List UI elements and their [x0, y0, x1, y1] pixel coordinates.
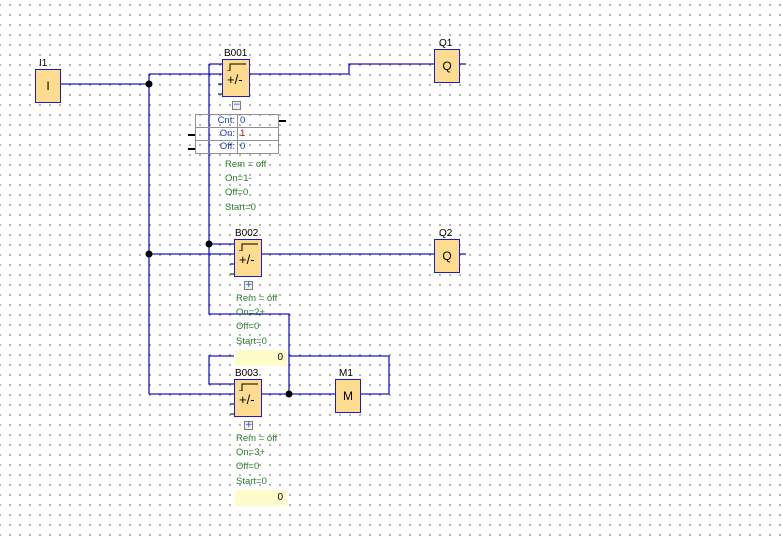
counter-b002-label: B002: [235, 228, 259, 239]
rising-edge-icon: [239, 383, 258, 391]
counter-symbol: +/-: [227, 72, 243, 87]
counter-b003-label: B003: [235, 368, 259, 379]
counter-block-b003[interactable]: +/-: [234, 379, 262, 417]
b003-current-value: 0: [235, 490, 287, 506]
param-value[interactable]: 0: [237, 140, 279, 154]
param-start: Start=0: [225, 201, 256, 213]
b001-param-table: Cnt:0 On:1 Off:0: [195, 114, 279, 154]
output-q2-label: Q2: [439, 228, 453, 239]
wire-b001-feedback: [208, 63, 290, 394]
wire-b001-q1: [250, 63, 434, 75]
expand-toggle-icon[interactable]: +: [244, 420, 253, 430]
param-key: Cnt:: [195, 114, 238, 128]
output-block-q2[interactable]: Q: [434, 239, 460, 273]
param-rem: Rem = off: [236, 293, 278, 304]
param-on: On=2+: [236, 307, 266, 319]
collapse-toggle-icon[interactable]: −: [232, 100, 241, 110]
input-block-i1[interactable]: I: [35, 69, 61, 103]
output-block-q1[interactable]: Q: [434, 49, 460, 83]
counter-b001-label: B001: [224, 48, 248, 59]
junction-dot: [145, 80, 153, 88]
wire-b003-out-loop: [289, 355, 390, 395]
param-start: Start=0: [236, 475, 267, 487]
expand-toggle-icon[interactable]: +: [244, 280, 253, 290]
counter-block-b002[interactable]: +/-: [234, 239, 262, 277]
param-off: Off=0: [236, 461, 260, 473]
b001-params: Rem = off On=1- Off=0 Start=0: [225, 158, 266, 215]
b002-params: Rem = off On=2+ Off=0 Start=0: [236, 292, 277, 349]
param-value[interactable]: 0: [237, 114, 279, 128]
input-i1-label: I1: [39, 58, 48, 69]
param-key: Off:: [195, 140, 238, 154]
param-on: On=3+: [236, 447, 266, 459]
param-off: Off=0: [236, 321, 260, 333]
rising-edge-icon: [227, 63, 246, 71]
junction-dot: [145, 250, 153, 258]
junction-dot: [205, 240, 213, 248]
param-value[interactable]: 1: [237, 127, 279, 141]
param-key: On:: [195, 127, 238, 141]
flag-block-m1[interactable]: M: [335, 379, 361, 413]
rising-edge-icon: [239, 243, 258, 251]
param-on: On=1-: [225, 173, 252, 185]
counter-block-b001[interactable]: +/-: [222, 59, 250, 97]
flag-m1-label: M1: [339, 368, 353, 379]
output-q1-label: Q1: [439, 38, 453, 49]
b002-current-value: 0: [235, 350, 287, 366]
counter-symbol: +/-: [239, 252, 255, 267]
counter-symbol: +/-: [239, 392, 255, 407]
b003-params: Rem = off On=3+ Off=0 Start=0: [236, 432, 277, 489]
wire-b003-loop: [208, 355, 234, 385]
param-start: Start=0: [236, 335, 267, 347]
param-off: Off=0: [225, 187, 249, 199]
junction-dot: [285, 390, 293, 398]
param-rem: Rem = off: [225, 159, 267, 170]
param-rem: Rem = off: [236, 433, 278, 444]
